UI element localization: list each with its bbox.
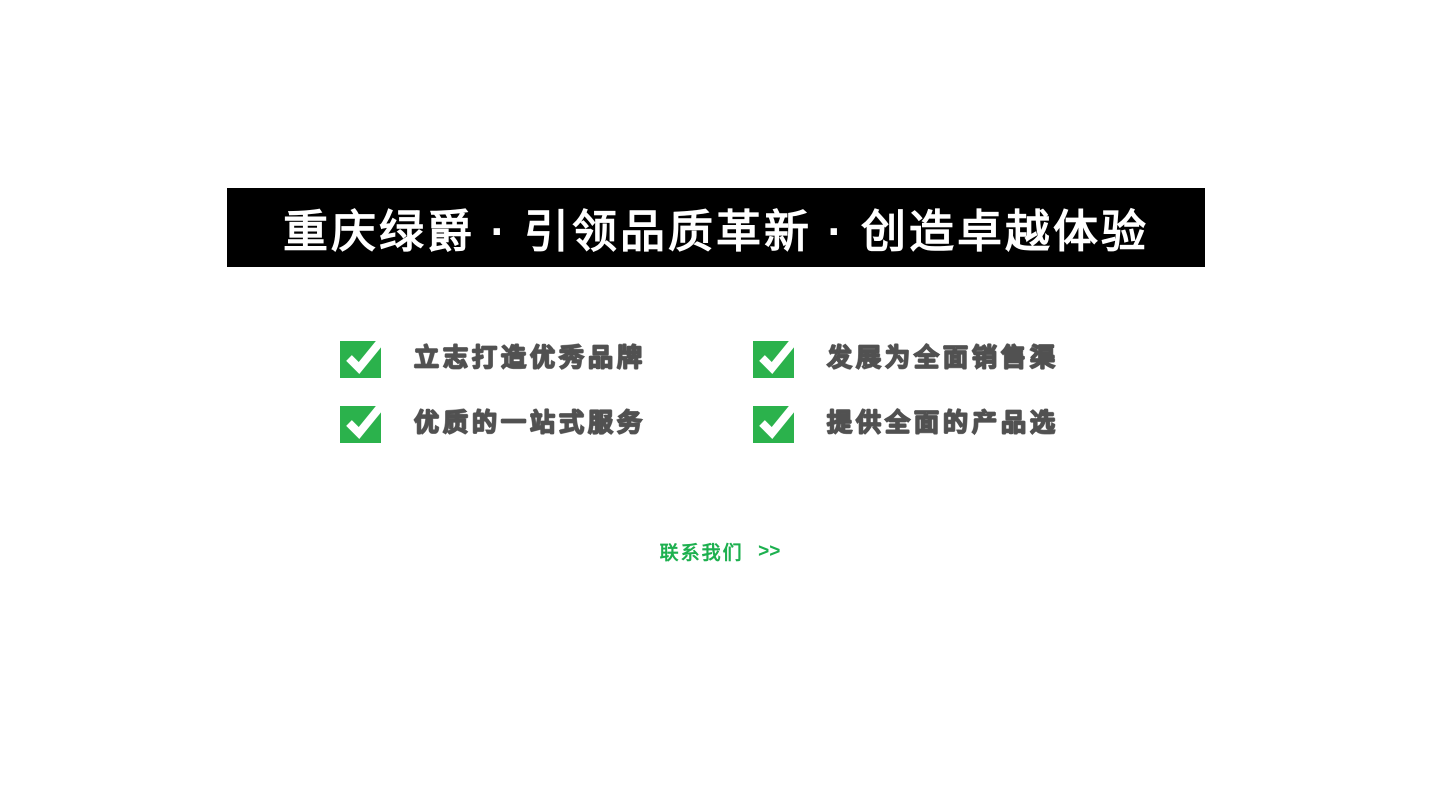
check-icon [340, 403, 384, 443]
feature-item-2: 发展为全面销售渠 [753, 338, 1059, 378]
check-icon [340, 338, 384, 378]
check-icon [753, 403, 797, 443]
feature-item-3: 优质的一站式服务 [340, 403, 646, 443]
double-chevron-right-icon: >> [758, 540, 781, 562]
contact-us-label: 联系我们 [659, 543, 744, 564]
feature-label: 优质的一站式服务 [413, 408, 647, 437]
feature-label: 发展为全面销售渠 [826, 343, 1060, 372]
contact-us-link[interactable]: 联系我们 >> [0, 538, 1440, 565]
headline-banner: 重庆绿爵 · 引领品质革新 · 创造卓越体验 [227, 188, 1205, 267]
headline-title: 重庆绿爵 · 引领品质革新 · 创造卓越体验 [283, 206, 1149, 257]
feature-item-1: 立志打造优秀品牌 [340, 338, 646, 378]
feature-label: 立志打造优秀品牌 [413, 343, 647, 372]
feature-label: 提供全面的产品选 [826, 408, 1060, 437]
check-icon [753, 338, 797, 378]
feature-item-4: 提供全面的产品选 [753, 403, 1059, 443]
